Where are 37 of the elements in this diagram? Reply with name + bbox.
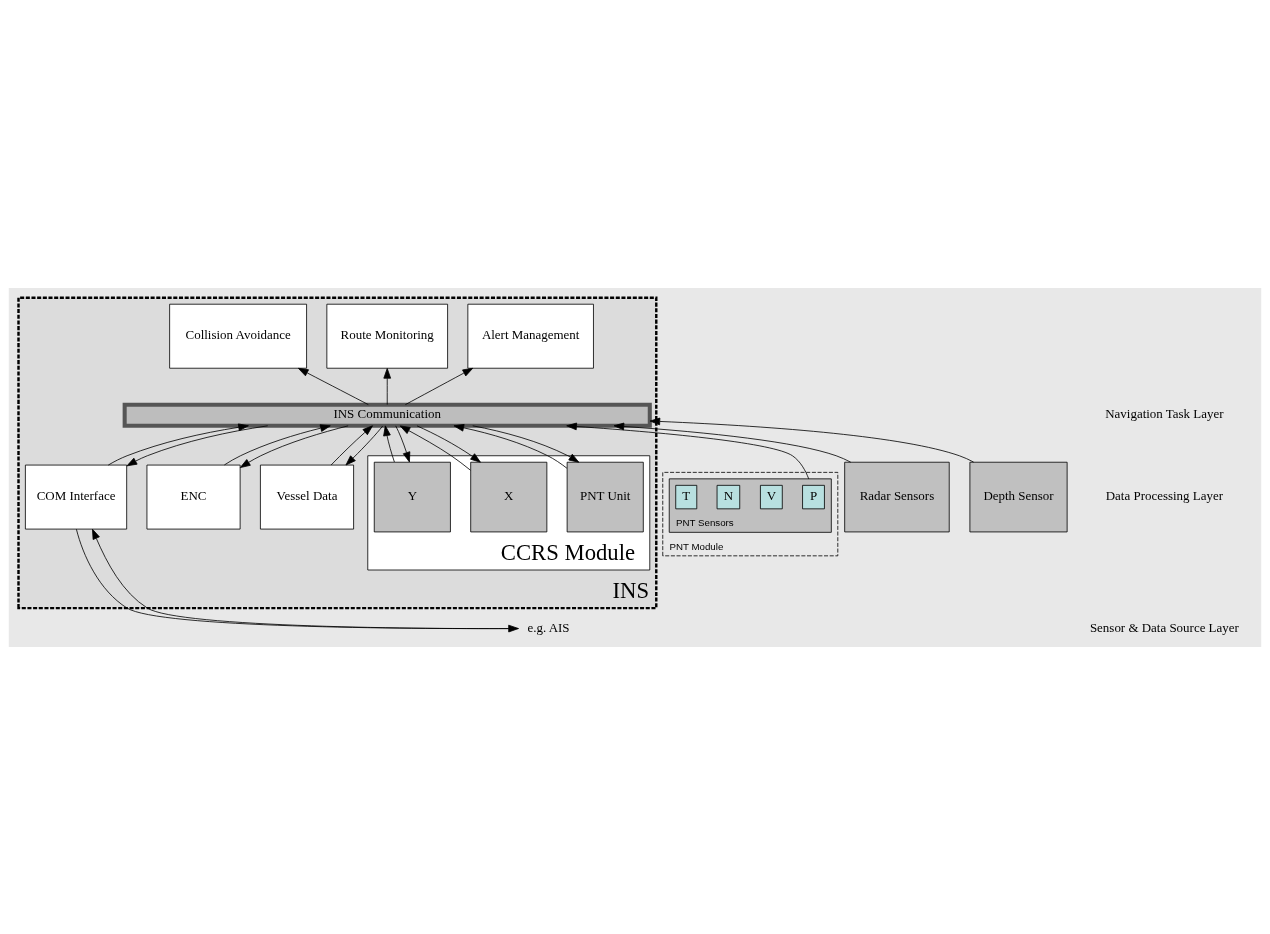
- arrow: [345, 425, 384, 465]
- node-box: Alert Management: [467, 303, 594, 369]
- arrow: [383, 424, 395, 462]
- arrow: [330, 424, 373, 465]
- arrow: [613, 422, 852, 463]
- node-box: P: [802, 484, 825, 509]
- arrow: [297, 367, 369, 405]
- arrow: [395, 424, 411, 462]
- node-box: V: [760, 484, 783, 509]
- node-box: N: [716, 484, 741, 509]
- node-box: COM Interface: [25, 464, 128, 529]
- arrow: [239, 424, 349, 468]
- arrow: [649, 417, 975, 462]
- label: Sensor & Data Source Layer: [1089, 619, 1239, 635]
- arrow: [107, 423, 249, 465]
- node-box: Y: [373, 461, 451, 532]
- node-box: PNT Unit: [566, 461, 644, 532]
- node-box: Collision Avoidance: [169, 303, 307, 369]
- node-box: Route Monitoring: [326, 303, 448, 369]
- node-box: Depth Sensor: [969, 461, 1068, 532]
- node-box: T: [675, 484, 698, 509]
- node-box: Radar Sensors: [844, 461, 950, 532]
- arrow: [566, 422, 810, 479]
- arrow: [383, 367, 392, 405]
- node-box: Vessel Data: [260, 464, 354, 529]
- node-box: X: [470, 461, 548, 532]
- arrow: [472, 424, 580, 463]
- node-box: ENC: [146, 464, 241, 529]
- arrow: [416, 425, 481, 463]
- arrow: [399, 425, 471, 471]
- arrow: [405, 367, 474, 405]
- node-text: e.g. AIS: [527, 619, 570, 635]
- arrow: [453, 423, 568, 469]
- label: Data Processing Layer: [1105, 487, 1224, 503]
- arrow: [224, 423, 331, 465]
- arrow: [126, 424, 269, 466]
- label: Navigation Task Layer: [1105, 405, 1224, 421]
